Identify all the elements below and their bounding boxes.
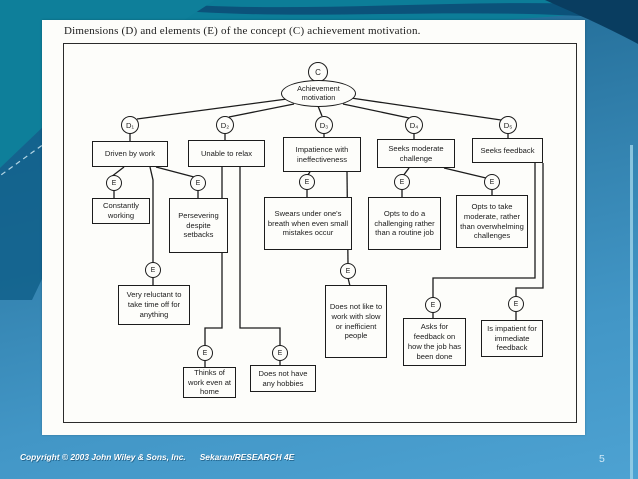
element-symbol: E [299, 174, 315, 190]
figure-title: Dimensions (D) and elements (E) of the c… [64, 25, 421, 37]
element-symbol: E [272, 345, 288, 361]
dimension-box-unable-to-relax: Unable to relax [188, 140, 265, 167]
element-symbol: E [145, 262, 161, 278]
element-box-moderate-challenges: Opts to take moderate, rather than overw… [456, 195, 528, 248]
dimension-symbol-d3: D₃ [315, 116, 333, 134]
concept-symbol-node: C [308, 62, 328, 82]
dimension-symbol-d5: D₅ [499, 116, 517, 134]
element-box-persevering: Persevering despite setbacks [169, 198, 228, 253]
element-box-slow-people: Does not like to work with slow or ineff… [325, 285, 387, 358]
footer: Copyright © 2003 John Wiley & Sons, Inc.… [20, 452, 294, 462]
element-symbol: E [484, 174, 500, 190]
element-box-impatient-feedback: Is impatient for immediate feedback [481, 320, 543, 357]
dimension-box-driven-by-work: Driven by work [92, 141, 168, 167]
copyright-text: Copyright © 2003 John Wiley & Sons, Inc. [20, 452, 186, 462]
dimension-symbol-d4: D₄ [405, 116, 423, 134]
page-number: 5 [599, 453, 605, 465]
source-text: Sekaran/RESEARCH 4E [199, 452, 295, 462]
element-symbol: E [106, 175, 122, 191]
element-symbol: E [197, 345, 213, 361]
concept-label-node: Achievement motivation [281, 80, 356, 107]
element-symbol: E [508, 296, 524, 312]
dimension-symbol-d2: D₂ [216, 116, 234, 134]
element-box-challenging-job: Opts to do a challenging rather than a r… [368, 197, 441, 250]
element-box-asks-feedback: Asks for feedback on how the job has bee… [403, 318, 466, 366]
element-symbol: E [394, 174, 410, 190]
dimension-box-seeks-feedback: Seeks feedback [472, 138, 543, 163]
element-box-no-hobbies: Does not have any hobbies [250, 365, 316, 392]
dimension-box-seeks-moderate-challenge: Seeks moderate challenge [377, 139, 455, 168]
element-symbol: E [190, 175, 206, 191]
element-box-swears: Swears under one's breath when even smal… [264, 197, 352, 250]
element-box-reluctant-time-off: Very reluctant to take time off for anyt… [118, 285, 190, 325]
element-box-constantly-working: Constantly working [92, 198, 150, 224]
element-box-work-at-home: Thinks of work even at home [183, 367, 236, 398]
dimension-symbol-d1: D₁ [121, 116, 139, 134]
element-symbol: E [425, 297, 441, 313]
element-symbol: E [340, 263, 356, 279]
dimension-box-impatience: Impatience with ineffectiveness [283, 137, 361, 172]
